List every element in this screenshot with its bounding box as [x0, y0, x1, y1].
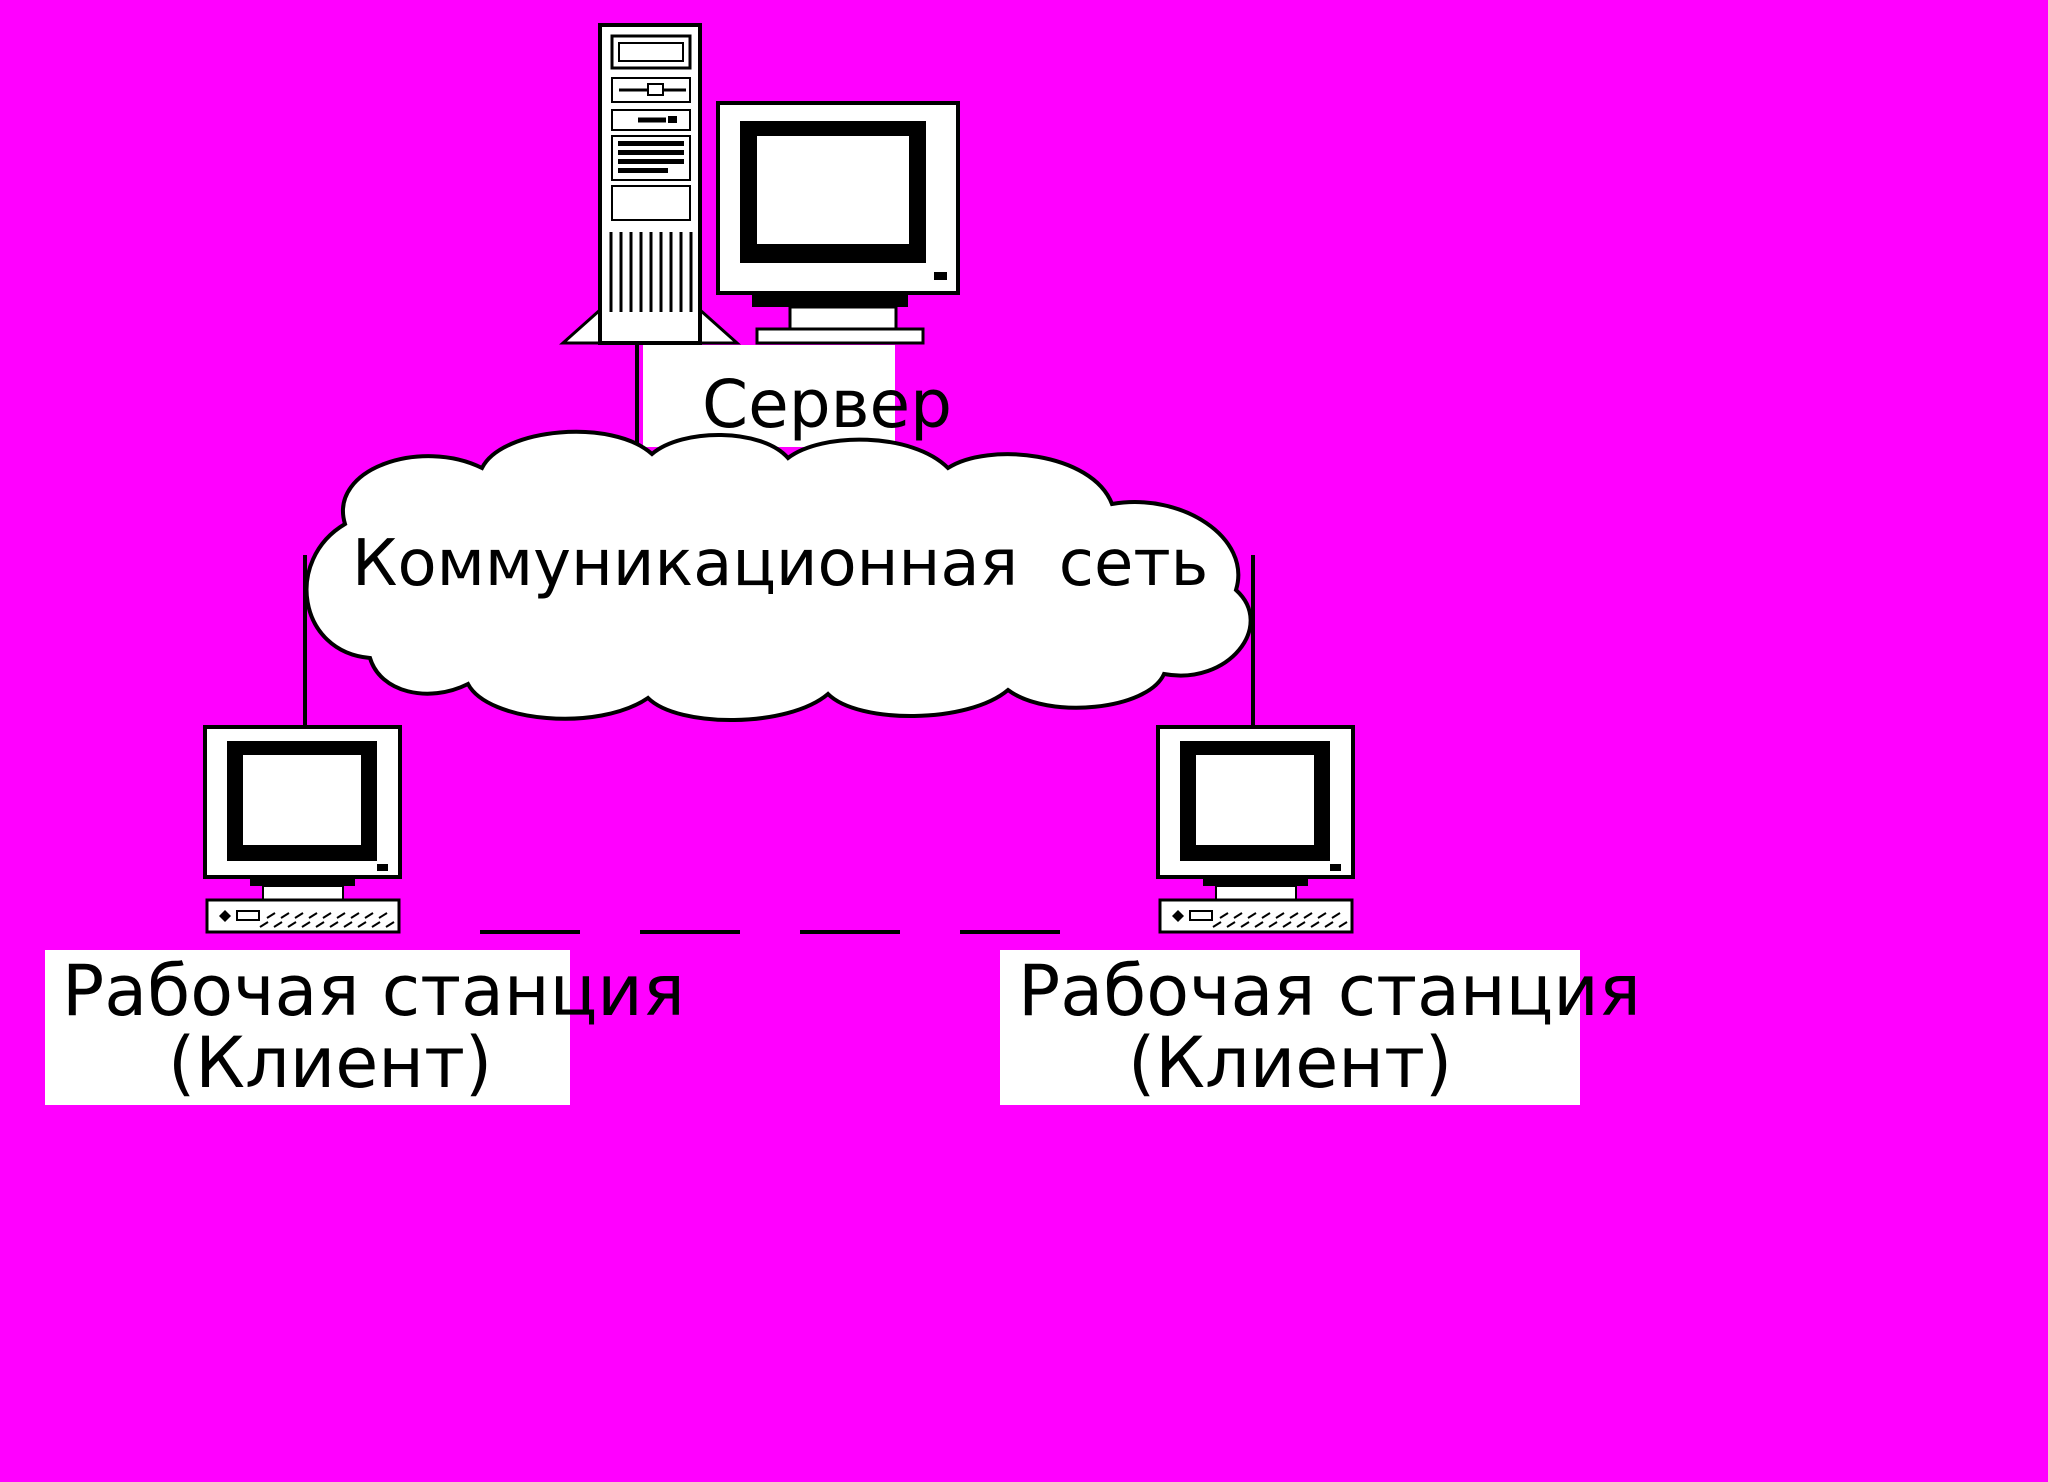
workstation-right-icon — [1156, 725, 1355, 934]
workstation-left-label-line2: (Клиент) — [168, 1022, 493, 1104]
server-label-panel — [643, 345, 895, 447]
workstation-right-label-line2: (Клиент) — [1128, 1022, 1453, 1104]
server-tower-icon — [559, 23, 741, 345]
workstation-left-label-line1: Рабочая станция — [62, 950, 685, 1032]
workstation-left-label-panel — [45, 950, 570, 1105]
network-cloud-shape — [304, 429, 1253, 722]
server-label: Сервер — [702, 366, 952, 443]
network-label: Коммуникационная сеть — [352, 527, 1209, 601]
workstation-right-label-line1: Рабочая станция — [1018, 950, 1641, 1032]
workstation-left-icon — [203, 725, 402, 934]
workstation-right-label-panel — [1000, 950, 1580, 1105]
server-monitor-icon — [716, 101, 960, 345]
